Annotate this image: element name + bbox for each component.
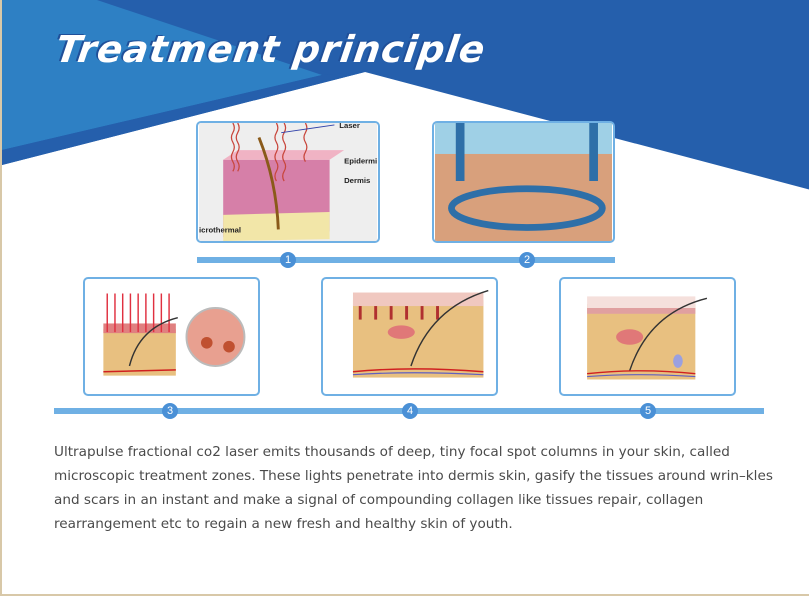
- svg-text:Epidermi: Epidermi: [344, 157, 377, 166]
- laser-columns-illustration: [103, 293, 246, 376]
- description-text: Ultrapulse fractional co2 laser emits th…: [54, 444, 773, 532]
- skin-diagram-illustration: Laser Epidermi Dermis icrothermal: [199, 123, 377, 241]
- header-banner: [2, 0, 809, 190]
- svg-text:Laser: Laser: [339, 123, 360, 130]
- laser-handpiece-illustration: [435, 123, 612, 241]
- step-1-marker: 1: [280, 252, 296, 268]
- skin-renewed-illustration: [587, 296, 708, 380]
- step-3-marker: 3: [162, 403, 178, 419]
- step-2-marker: 2: [519, 252, 535, 268]
- svg-text:Dermis: Dermis: [344, 176, 370, 185]
- svg-text:icrothermal: icrothermal: [199, 225, 241, 234]
- panel-5-skin-renewed: [559, 277, 736, 396]
- skin-healing-illustration: [352, 289, 489, 378]
- panel-3-laser-columns: [83, 277, 260, 396]
- panel-2-laser-handpiece: [432, 121, 615, 243]
- step-4-marker: 4: [402, 403, 418, 419]
- page-title: Treatment principle: [52, 28, 489, 71]
- panel-1-skin-diagram: Laser Epidermi Dermis icrothermal: [196, 121, 380, 243]
- step-5-marker: 5: [640, 403, 656, 419]
- panel-4-skin-healing: [321, 277, 498, 396]
- timeline-top: [197, 257, 615, 263]
